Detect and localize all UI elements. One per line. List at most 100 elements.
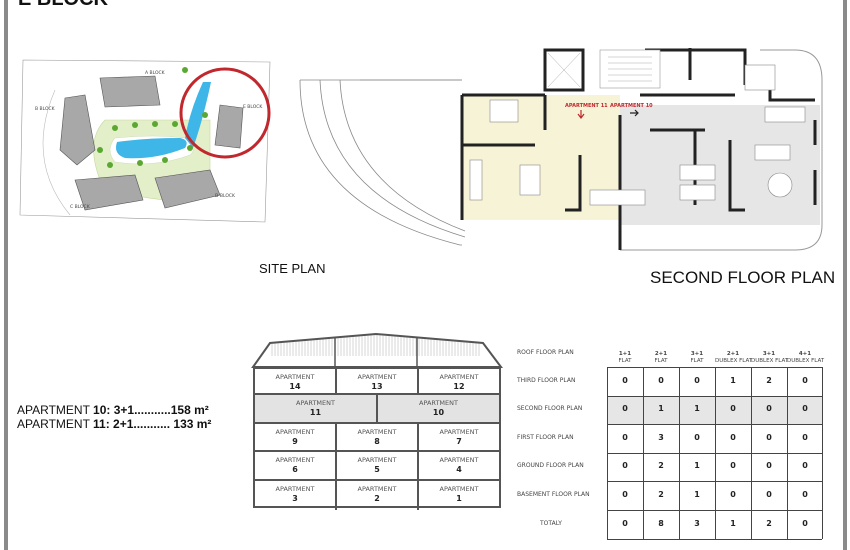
apartment-word: APARTMENT — [275, 428, 315, 436]
table-cell: 0 — [730, 461, 736, 470]
apartment-word: APARTMENT — [357, 485, 397, 493]
apartment-number: 4 — [456, 465, 462, 474]
block-label-c: C BLOCK — [70, 204, 91, 210]
table-cell: 0 — [622, 461, 628, 470]
table-cell: 0 — [802, 432, 808, 442]
table-cell: 0 — [622, 404, 628, 413]
elevation-roof — [251, 332, 503, 368]
grid-line — [607, 481, 822, 482]
block-b — [59, 94, 96, 166]
table-cell: 1 — [730, 518, 736, 528]
column-header-bottom: DUBLEX FLAT — [751, 358, 789, 364]
table-cell: 0 — [766, 404, 772, 413]
apartment-11-label: APARTMENT 11 — [565, 103, 608, 109]
table-cell: 0 — [802, 461, 808, 470]
table-cell: 1 — [694, 461, 700, 470]
site-plan-caption: SITE PLAN — [259, 261, 326, 276]
apartment-number: 3 — [292, 494, 298, 503]
apartment-word: APARTMENT — [275, 456, 315, 464]
table-cell: 2 — [658, 461, 664, 470]
column-header-top: 1+1 — [618, 351, 632, 357]
frame-left — [4, 0, 8, 550]
apartment-info: APARTMENT 10: 3+1...........158 m² APART… — [17, 403, 211, 431]
grid-line — [607, 453, 822, 454]
apartment-number: 10 — [432, 408, 445, 417]
row-label: TOTALY — [540, 519, 562, 527]
column-header-top: 3+1 — [690, 351, 704, 357]
block-e — [214, 104, 244, 149]
row-label: FIRST FLOOR PLAN — [517, 433, 574, 441]
table-cell: 0 — [802, 375, 808, 385]
apartment-number: 8 — [374, 437, 380, 446]
apartment-number: 1 — [456, 494, 462, 503]
row-label: BASEMENT FLOOR PLAN — [517, 490, 590, 498]
apartment-info-line: APARTMENT 10: 3+1...........158 m² — [17, 403, 209, 417]
grid-line — [679, 367, 680, 539]
column-header-bottom: FLAT — [690, 358, 704, 364]
table-cell: 0 — [766, 489, 772, 499]
table-cell: 0 — [694, 432, 700, 442]
apartment-number: 11 — [309, 408, 322, 417]
column-header-bottom: DUBLEX FLAT — [715, 358, 753, 364]
table-cell: 0 — [802, 489, 808, 499]
apartment-word: APARTMENT — [439, 456, 479, 464]
table-cell: 3 — [694, 518, 700, 528]
grid-line — [787, 367, 788, 539]
table-cell: 2 — [766, 518, 772, 528]
column-header-bottom: DUBLEX FLAT — [787, 358, 825, 364]
table-cell: 1 — [694, 404, 700, 413]
block-label-b: B BLOCK — [35, 106, 56, 112]
column-header-top: 2+1 — [726, 351, 740, 357]
apartment-number: 7 — [456, 437, 462, 446]
block-c — [74, 174, 144, 211]
apartment-word: APARTMENT — [296, 399, 335, 407]
arrow-right-icon — [630, 109, 639, 117]
highlight-row — [607, 396, 822, 424]
column-header-top: 2+1 — [654, 351, 668, 357]
grid-line — [607, 367, 822, 368]
block-a — [99, 75, 161, 108]
apartment-number: 2 — [374, 494, 380, 503]
apartment-number: 14 — [289, 382, 301, 391]
table-cell: 0 — [694, 375, 700, 385]
row-label: THIRD FLOOR PLAN — [517, 376, 576, 384]
apartment-word: APARTMENT — [357, 428, 397, 436]
grid-line — [607, 539, 822, 540]
table-cell: 0 — [622, 432, 628, 442]
apartment-word: APARTMENT — [357, 456, 397, 464]
table-cell: 0 — [766, 432, 772, 442]
grid-line — [751, 367, 752, 539]
table-cell: 1 — [694, 489, 700, 499]
pool-channel — [185, 82, 211, 148]
row-label: SECOND FLOOR PLAN — [517, 405, 583, 412]
apartment-10-label: APARTMENT 10 — [610, 103, 653, 109]
apartment-word: APARTMENT — [357, 373, 397, 381]
table-cell: 1 — [730, 375, 736, 385]
column-header-top: 3+1 — [762, 351, 776, 357]
apartment-word: APARTMENT — [275, 485, 315, 493]
row-label-roof: ROOF FLOOR PLAN — [517, 349, 574, 356]
column-header-bottom: FLAT — [654, 358, 668, 364]
balconies — [299, 79, 466, 246]
table-cell: 0 — [766, 461, 772, 470]
column-header-bottom: FLAT — [618, 358, 632, 364]
table-cell: 0 — [622, 489, 628, 499]
block-label-d: D BLOCK — [215, 193, 236, 199]
block-label-e: E BLOCK — [243, 104, 263, 110]
